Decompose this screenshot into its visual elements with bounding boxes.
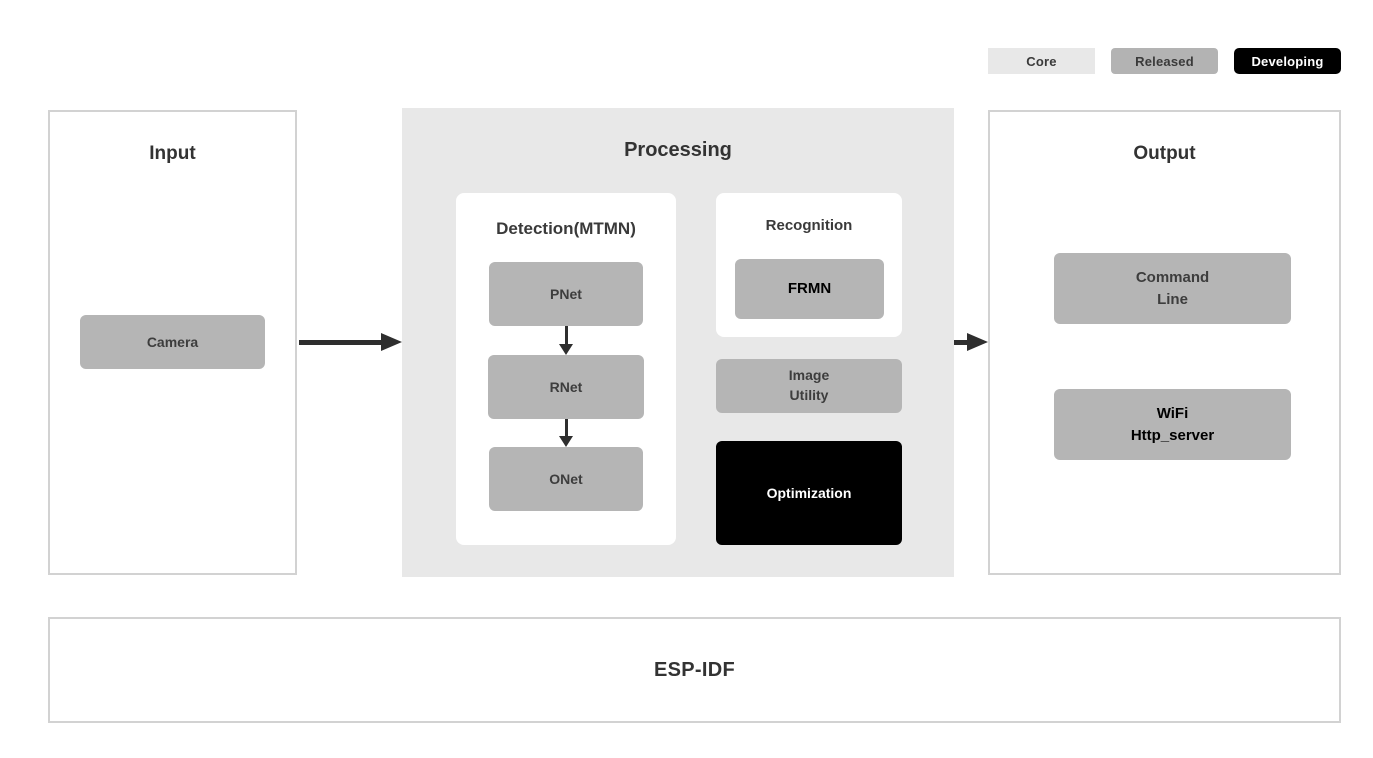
arrow-rnet-to-onet [558,419,574,447]
input-panel-title: Input [149,143,196,164]
arrow-shaft [564,326,568,344]
arrow-head-right-icon [381,333,402,351]
processing-panel-title: Processing [624,139,732,161]
node-onet: ONet [489,447,643,511]
node-optimization: Optimization [716,441,902,545]
arrow-shaft [954,339,967,345]
legend-chip-released: Released [1111,48,1218,74]
node-frmn: FRMN [735,259,884,319]
processing-panel: Processing Detection(MTMN) PNet RNet ONe… [402,108,954,577]
legend-chip-developing: Developing [1234,48,1341,74]
arrow-pnet-to-rnet [558,326,574,355]
legend: Core Released Developing [988,48,1341,74]
node-wifi-http-server: WiFi Http_server [1054,389,1291,460]
arrow-input-to-processing [299,333,402,351]
foundation-panel: ESP-IDF [48,617,1341,723]
output-panel-title: Output [1133,143,1196,164]
arrow-shaft [564,419,568,436]
detection-group-title: Detection(MTMN) [496,219,636,238]
node-pnet: PNet [489,262,643,326]
recognition-group-title: Recognition [765,217,853,234]
recognition-group: Recognition FRMN [716,193,902,337]
node-rnet: RNet [488,355,644,419]
detection-group: Detection(MTMN) PNet RNet ONet [456,193,676,545]
output-panel: Output Command Line WiFi Http_server [988,110,1341,575]
node-command-line: Command Line [1054,253,1291,324]
input-panel: Input Camera [48,110,297,575]
arrow-processing-to-output [954,333,988,351]
arrow-shaft [299,339,381,345]
arrow-head-down-icon [559,436,573,447]
arrow-head-down-icon [559,344,573,355]
node-image-utility: Image Utility [716,359,902,413]
foundation-title: ESP-IDF [654,658,735,681]
legend-chip-core: Core [988,48,1095,74]
arrow-head-right-icon [967,333,988,351]
node-camera: Camera [80,315,265,369]
